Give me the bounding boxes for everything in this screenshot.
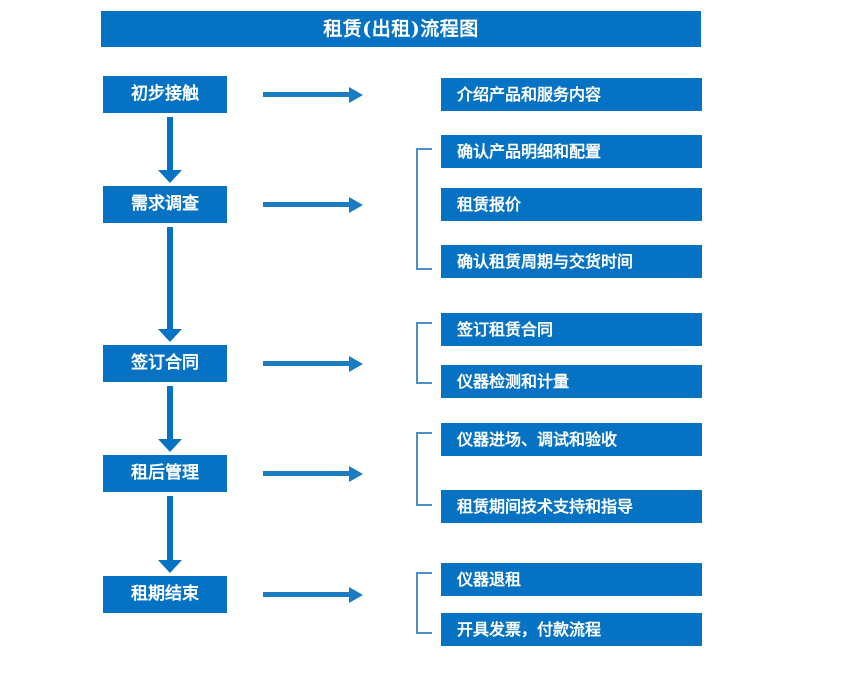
stage-label-4: 租后管理 xyxy=(131,463,199,483)
down-arrow-icon-2 xyxy=(158,227,182,342)
right-arrow-icon-2 xyxy=(263,197,363,213)
right-arrow-icon-1 xyxy=(263,87,363,103)
down-arrow-icon-1 xyxy=(158,117,182,183)
stage-box-4[interactable]: 租后管理 xyxy=(103,455,227,492)
group-bracket-2 xyxy=(416,148,432,270)
stage-label-1: 初步接触 xyxy=(131,84,199,104)
detail-box-5[interactable]: 签订租赁合同 xyxy=(441,313,702,346)
group-bracket-3 xyxy=(416,322,432,384)
stage-box-3[interactable]: 签订合同 xyxy=(103,345,227,382)
detail-box-1[interactable]: 介绍产品和服务内容 xyxy=(441,78,702,111)
detail-label-7: 仪器进场、调试和验收 xyxy=(457,429,618,449)
detail-label-10: 开具发票，付款流程 xyxy=(457,619,602,639)
stage-box-5[interactable]: 租期结束 xyxy=(103,576,227,613)
stage-box-1[interactable]: 初步接触 xyxy=(103,76,227,113)
page-title: 租赁(出租)流程图 xyxy=(323,17,479,40)
group-bracket-4 xyxy=(416,432,432,506)
detail-box-7[interactable]: 仪器进场、调试和验收 xyxy=(441,423,702,456)
detail-label-3: 租赁报价 xyxy=(457,194,522,214)
right-arrow-icon-3 xyxy=(263,356,363,372)
detail-box-3[interactable]: 租赁报价 xyxy=(441,188,702,221)
detail-label-8: 租赁期间技术支持和指导 xyxy=(457,496,634,516)
right-arrow-icon-4 xyxy=(263,466,363,482)
detail-box-8[interactable]: 租赁期间技术支持和指导 xyxy=(441,490,702,523)
down-arrow-icon-3 xyxy=(158,386,182,452)
right-arrow-icon-5 xyxy=(263,587,363,603)
detail-box-6[interactable]: 仪器检测和计量 xyxy=(441,365,702,398)
detail-box-2[interactable]: 确认产品明细和配置 xyxy=(441,135,702,168)
detail-label-2: 确认产品明细和配置 xyxy=(457,141,602,161)
stage-box-2[interactable]: 需求调查 xyxy=(103,186,227,223)
detail-label-4: 确认租赁周期与交货时间 xyxy=(457,251,634,271)
detail-box-10[interactable]: 开具发票，付款流程 xyxy=(441,613,702,646)
detail-label-5: 签订租赁合同 xyxy=(457,319,554,339)
detail-label-1: 介绍产品和服务内容 xyxy=(457,84,602,104)
down-arrow-icon-4 xyxy=(158,496,182,573)
stage-label-3: 签订合同 xyxy=(131,353,199,373)
detail-label-6: 仪器检测和计量 xyxy=(457,371,570,391)
detail-box-4[interactable]: 确认租赁周期与交货时间 xyxy=(441,245,702,278)
page-title-banner: 租赁(出租)流程图 xyxy=(101,11,701,47)
stage-label-5: 租期结束 xyxy=(131,584,199,604)
detail-label-9: 仪器退租 xyxy=(457,569,522,589)
group-bracket-5 xyxy=(416,572,432,634)
stage-label-2: 需求调查 xyxy=(131,194,199,214)
detail-box-9[interactable]: 仪器退租 xyxy=(441,563,702,596)
